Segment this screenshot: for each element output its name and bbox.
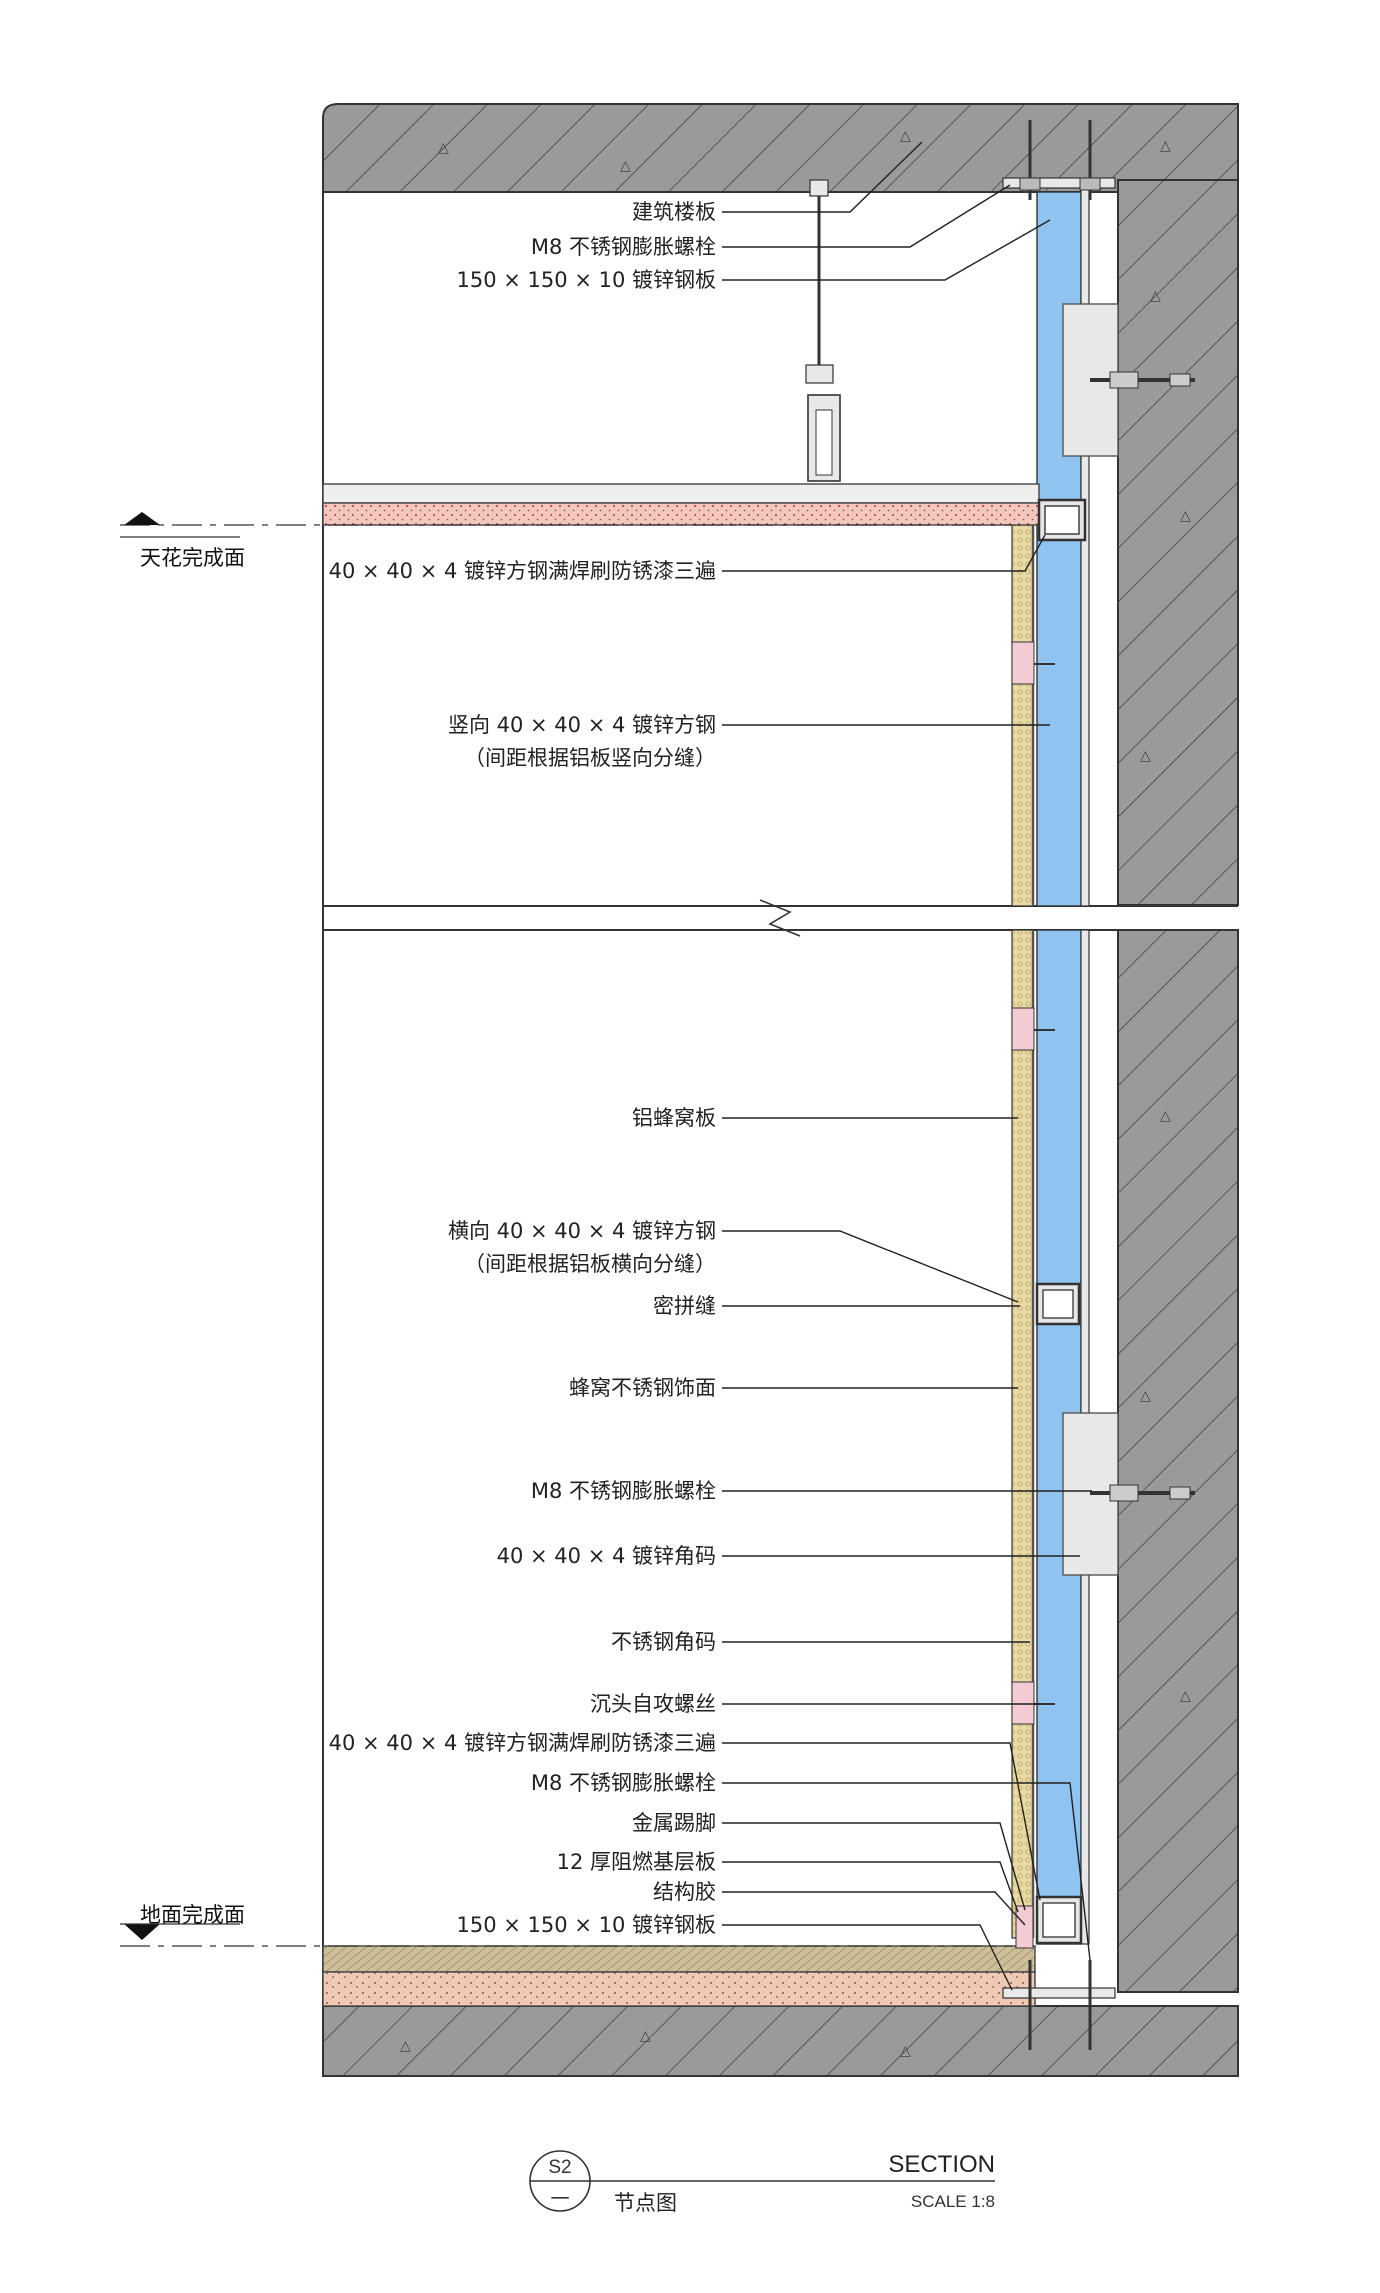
label-countersunk-screw: 沉头自攻螺丝 <box>590 1692 716 1716</box>
honeycomb-panel <box>1011 524 1035 1939</box>
svg-text:△: △ <box>1180 508 1191 524</box>
svg-text:△: △ <box>400 2038 411 2054</box>
label-stainless-finish: 蜂窝不锈钢饰面 <box>569 1376 716 1400</box>
label-m8-bolt-top: M8 不锈钢膨胀螺栓 <box>531 235 716 259</box>
floor-level-label: 地面完成面 <box>140 1903 245 1927</box>
svg-text:△: △ <box>1140 1388 1151 1404</box>
ceiling-assembly <box>322 483 1087 542</box>
ceiling-hanger <box>805 179 841 482</box>
label-stainless-angle: 不锈钢角码 <box>611 1630 716 1654</box>
leader-lines <box>722 141 1092 1991</box>
svg-text:△: △ <box>900 128 911 144</box>
svg-text:△: △ <box>1180 1688 1191 1704</box>
label-steel-plate-top: 150 × 150 × 10 镀锌钢板 <box>457 268 716 292</box>
drawing-scale: SCALE 1:8 <box>911 2192 995 2211</box>
label-vertical-tube: 竖向 40 × 40 × 4 镀锌方钢 <box>448 713 716 737</box>
svg-text:△: △ <box>640 2028 651 2044</box>
label-m8-bolt-mid: M8 不锈钢膨胀螺栓 <box>531 1479 716 1503</box>
lower-wall-bracket <box>1062 1412 1195 1576</box>
svg-text:△: △ <box>1160 1108 1171 1124</box>
label-angle-bracket: 40 × 40 × 4 镀锌角码 <box>497 1544 716 1568</box>
building-wall-lower: △ △ △ <box>1117 929 1239 1993</box>
label-steel-plate-bottom: 150 × 150 × 10 镀锌钢板 <box>457 1913 716 1937</box>
label-fire-board: 12 厚阻燃基层板 <box>557 1850 716 1874</box>
drawing-name: 节点图 <box>614 2191 677 2215</box>
label-building-slab: 建筑楼板 <box>632 200 716 224</box>
floor-assembly <box>322 1895 1116 2050</box>
detail-sheet: 一 <box>550 2189 569 2210</box>
svg-text:△: △ <box>1160 138 1171 154</box>
svg-text:△: △ <box>620 158 631 174</box>
break-line <box>323 899 1238 937</box>
building-wall-upper: △ △ △ <box>1117 179 1239 906</box>
detail-code: S2 <box>548 2157 571 2178</box>
label-square-tube-ceiling: 40 × 40 × 4 镀锌方钢满焊刷防锈漆三遍 <box>329 559 716 583</box>
ceiling-level-marker: 天花完成面 <box>120 512 1012 570</box>
upper-wall-bracket <box>1062 303 1195 457</box>
drawing-type: SECTION <box>888 2151 995 2178</box>
ceiling-level-label: 天花完成面 <box>140 546 245 570</box>
svg-text:△: △ <box>1150 288 1161 304</box>
air-cavity <box>1036 191 1082 1945</box>
label-square-tube-floor: 40 × 40 × 4 镀锌方钢满焊刷防锈漆三遍 <box>329 1731 716 1755</box>
top-anchor-bolts <box>1002 120 1116 200</box>
annotations: 建筑楼板 M8 不锈钢膨胀螺栓 150 × 150 × 10 镀锌钢板 40 ×… <box>329 200 716 1937</box>
label-horizontal-spacing: （间距根据铝板横向分缝） <box>464 1252 716 1276</box>
horizontal-steel-tube <box>1035 1282 1081 1326</box>
label-metal-skirting: 金属踢脚 <box>632 1811 716 1835</box>
svg-text:△: △ <box>1140 748 1151 764</box>
label-horizontal-tube: 横向 40 × 40 × 4 镀锌方钢 <box>448 1219 716 1243</box>
label-structural-adhesive: 结构胶 <box>653 1880 716 1904</box>
svg-text:△: △ <box>438 140 449 156</box>
pink-clips <box>1011 641 1055 1725</box>
label-tight-joint: 密拼缝 <box>653 1294 716 1318</box>
label-vertical-spacing: （间距根据铝板竖向分缝） <box>464 746 716 770</box>
floor-level-marker: 地面完成面 <box>120 1903 1012 1947</box>
building-slab-bottom: △ △ △ <box>322 2005 1239 2077</box>
title-block: S2 一 SECTION 节点图 SCALE 1:8 <box>529 2150 995 2215</box>
svg-text:△: △ <box>900 2043 911 2059</box>
label-m8-bolt-bottom: M8 不锈钢膨胀螺栓 <box>531 1771 716 1795</box>
label-honeycomb-panel: 铝蜂窝板 <box>632 1106 716 1130</box>
